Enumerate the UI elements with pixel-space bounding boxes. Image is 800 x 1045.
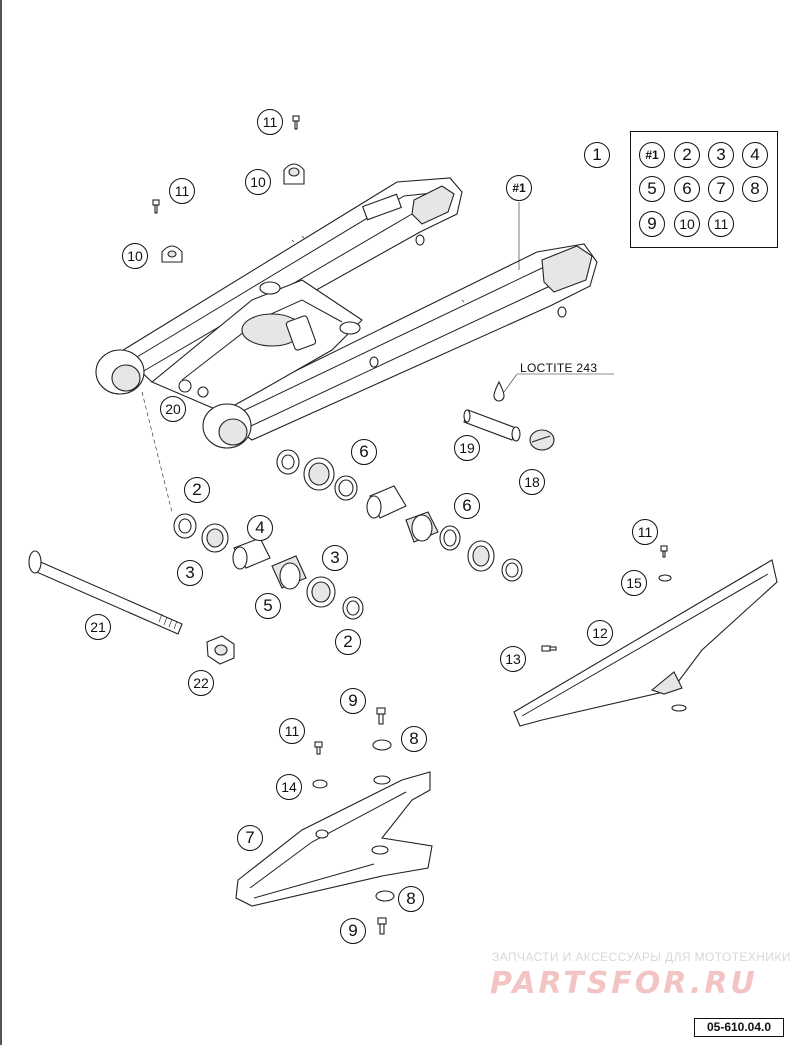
chain-guard [513, 545, 778, 727]
watermark-logo: PARTSFOR.RU [490, 966, 758, 1001]
kit-member-3: 3 [708, 142, 734, 168]
callout-19: 19 [454, 435, 480, 461]
callout-20: 20 [160, 396, 186, 422]
callout-2-left: 2 [184, 477, 210, 503]
callout-kit-main: 1 [584, 142, 610, 168]
callout-12: 12 [587, 620, 613, 646]
callout-11-top: 11 [257, 109, 283, 135]
callout-13: 13 [500, 646, 526, 672]
callout-swingarm: #1 [506, 175, 532, 201]
bolt-and-cap [463, 373, 614, 451]
callout-10-left: 10 [122, 243, 148, 269]
kit-member-9: 9 [639, 211, 665, 237]
callout-7: 7 [237, 825, 263, 851]
pivot-axle [28, 550, 235, 665]
callout-5: 5 [255, 593, 281, 619]
callout-9-lower: 9 [340, 918, 366, 944]
callout-2-right: 2 [335, 629, 361, 655]
lower-bearing-row [173, 513, 364, 620]
drawing-number: 05-610.04.0 [694, 1018, 784, 1037]
callout-11-left: 11 [169, 178, 195, 204]
kit-member-4: 4 [742, 142, 768, 168]
callout-11-guard: 11 [632, 519, 658, 545]
callout-8-lower: 8 [398, 886, 424, 912]
upper-small-parts [152, 115, 305, 263]
loctite-note: LOCTITE 243 [520, 361, 598, 375]
callout-15: 15 [621, 570, 647, 596]
kit-member-11: 11 [708, 211, 734, 237]
kit-member-5: 5 [639, 176, 665, 202]
callout-22: 22 [188, 670, 214, 696]
callout-14: 14 [276, 774, 302, 800]
kit-member-10: 10 [674, 211, 700, 237]
callout-9-upper: 9 [340, 688, 366, 714]
callout-11-lower: 11 [279, 718, 305, 744]
swingarm [95, 177, 598, 513]
kit-member-swingarm: #1 [639, 142, 665, 168]
kit-member-8: 8 [742, 176, 768, 202]
watermark-tagline: ЗАПЧАСТИ И АКСЕССУАРЫ ДЛЯ МОТОТЕХНИКИ [492, 950, 791, 964]
callout-21: 21 [85, 614, 111, 640]
callout-3-right: 3 [322, 545, 348, 571]
callout-6-right: 6 [454, 493, 480, 519]
callout-18: 18 [519, 469, 545, 495]
callout-10-top: 10 [245, 169, 271, 195]
callout-4: 4 [247, 515, 273, 541]
kit-member-7: 7 [708, 176, 734, 202]
callout-3-left: 3 [177, 560, 203, 586]
upper-bearing-row [178, 379, 523, 582]
chain-slider [235, 707, 433, 935]
kit-member-6: 6 [674, 176, 700, 202]
kit-member-2: 2 [674, 142, 700, 168]
callout-6-upper: 6 [351, 439, 377, 465]
callout-8-upper: 8 [401, 726, 427, 752]
